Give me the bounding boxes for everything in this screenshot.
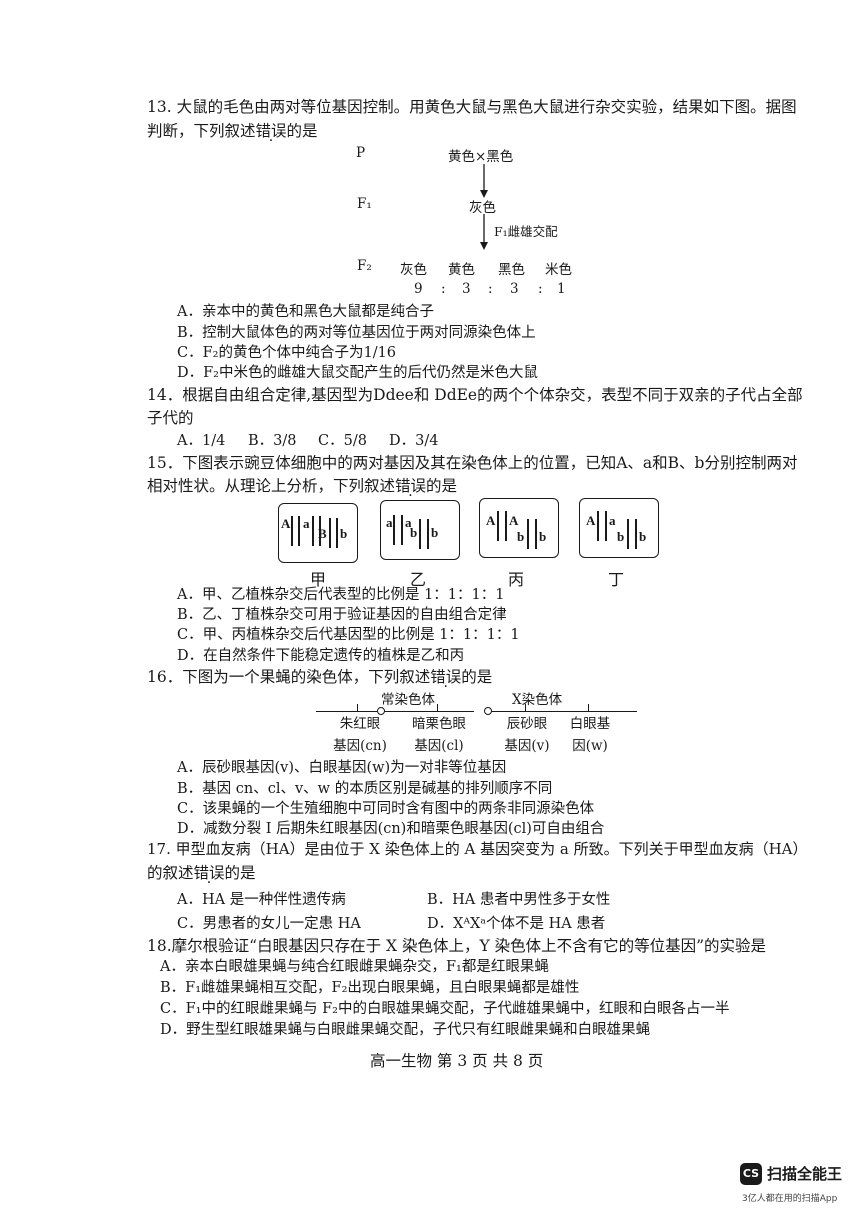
q17-option-a: A．HA 是一种伴性遗传病 (177, 892, 346, 908)
gene-label: b (431, 525, 439, 540)
gene-label: b (340, 526, 348, 541)
gene-label: A (509, 513, 519, 528)
x-chromosome-line (487, 711, 637, 713)
gene-cl: 暗栗色眼 基因(cl) (412, 716, 466, 754)
ratio-sep: : (488, 281, 493, 297)
cell-yi: a a b b (380, 500, 460, 560)
gene-label: b (410, 525, 418, 540)
q17-option-d: D．XᴬXᵃ个体不是 HA 患者 (427, 916, 606, 932)
q18-option-b: B．F₁雌雄果蝇相互交配，F₂出现白眼果蝇，且白眼果蝇都是雄性 (160, 980, 580, 996)
q15-option-b: B．乙、丁植株杂交可用于验证基因的自由组合定律 (177, 607, 507, 623)
q14-option-b: B．3/8 (248, 433, 297, 449)
q17-stem-line2: 的叙述错误的是 (147, 862, 256, 884)
f1-label: F₁ (357, 196, 372, 212)
f1-text: 灰色 (469, 200, 496, 216)
ratio-9: 9 (414, 281, 423, 297)
autosome-label: 常染色体 (381, 692, 435, 708)
ratio-sep: : (538, 281, 543, 297)
p-label: P (356, 145, 366, 161)
gene-label: b (539, 529, 547, 544)
q16-option-d: D．减数分裂 I 后期朱红眼基因(cn)和暗栗色眼基因(cl)可自由组合 (177, 821, 605, 837)
cell-ding: A a b b (579, 498, 659, 558)
q15-stem-line1: 15．下图表示豌豆体细胞中的两对基因及其在染色体上的位置，已知A、a和B、b分别… (147, 454, 798, 472)
gene-label: b (517, 529, 525, 544)
arrow-down-icon (480, 164, 488, 198)
gene-label: b (639, 529, 647, 544)
cell-label-jia: 甲 (310, 570, 327, 589)
gene-label: B (318, 526, 327, 541)
q14-stem-line1: 14．根据自由组合定律,基因型为Ddee和 DdEe的两个个体杂交，表型不同于双… (147, 386, 803, 404)
cell-label-yi: 乙 (410, 570, 427, 589)
q16-option-b: B．基因 cn、cl、v、w 的本质区别是碱基的排列顺序不同 (177, 781, 553, 797)
q14-option-d: D．3/4 (389, 433, 439, 449)
cell-bing: A A b b (479, 498, 559, 558)
gene-cn: 朱红眼 基因(cn) (333, 716, 387, 754)
q15-option-d: D．在自然条件下能稳定遗传的植株是乙和丙 (177, 648, 465, 664)
q13-option-b: B．控制大鼠体色的两对等位基因位于两对同源染色体上 (177, 325, 536, 341)
q15-option-a: A．甲、乙植株杂交后代表型的比例是 1：1：1：1 (177, 587, 505, 603)
ratio-3: 3 (510, 281, 519, 297)
q16-option-c: C．该果蝇的一个生殖细胞中可同时含有图中的两条非同源染色体 (177, 801, 595, 817)
mating-text: F₁雌雄交配 (494, 224, 558, 239)
gene-label: a (405, 515, 412, 530)
q14-option-c: C．5/8 (318, 433, 367, 449)
centromere-icon (377, 707, 385, 715)
gene-label: a (386, 515, 393, 530)
cell-label-ding: 丁 (608, 570, 625, 589)
q18-option-c: C．F₁中的红眼雌果蝇与 F₂中的白眼雄果蝇交配，子代雌雄果蝇中，红眼和白眼各占… (160, 1001, 730, 1017)
gene-label: a (303, 516, 310, 531)
gene-w: 白眼基 因(w) (569, 716, 611, 754)
cell-label-bing: 丙 (508, 570, 525, 589)
f2-pheno-cream: 米色 (545, 262, 572, 278)
gene-label: A (281, 516, 291, 531)
p-cross-text: 黄色×黑色 (448, 149, 514, 165)
f2-pheno-black: 黑色 (498, 262, 525, 278)
centromere-icon (484, 707, 492, 715)
gene-label: A (486, 513, 496, 528)
watermark-name: 扫描全能王 (767, 1165, 843, 1183)
q13-stem-line1: 13. 大鼠的毛色由两对等位基因控制。用黄色大鼠与黑色大鼠进行杂交实验，结果如下… (147, 98, 797, 116)
f2-pheno-yellow: 黄色 (448, 262, 475, 278)
camscanner-logo-icon: CS (740, 1163, 762, 1185)
q13-option-a: A．亲本中的黄色和黑色大鼠都是纯合子 (177, 304, 434, 320)
q15-option-c: C．甲、丙植株杂交后代基因型的比例是 1：1：1：1 (177, 627, 520, 643)
autosome-line (316, 711, 474, 713)
gene-label: A (586, 513, 596, 528)
x-chromosome-label: X染色体 (512, 692, 563, 708)
q16-option-a: A．辰砂眼基因(v)、白眼基因(w)为一对非等位基因 (177, 760, 507, 776)
q16-stem: 16．下图为一个果蝇的染色体，下列叙述错误的是 (147, 666, 492, 688)
q17-stem-line1: 17. 甲型血友病（HA）是由位于 X 染色体上的 A 基因突变为 a 所致。下… (147, 840, 808, 858)
q13-option-d: D．F₂中米色的雌雄大鼠交配产生的后代仍然是米色大鼠 (177, 365, 538, 381)
ratio-1: 1 (557, 281, 566, 297)
f2-label: F₂ (357, 258, 372, 274)
q13-stem-line2: 判断，下列叙述错误的是 (147, 120, 318, 142)
q18-stem: 18.摩尔根验证“白眼基因只存在于 X 染色体上，Y 染色体上不含有它的等位基因… (147, 937, 767, 955)
arrow-down-icon (480, 214, 488, 250)
gene-label: b (617, 529, 625, 544)
q14-stem-line2: 子代的 (147, 409, 194, 427)
gene-v: 辰砂眼 基因(v) (504, 716, 550, 754)
ratio-3: 3 (462, 281, 471, 297)
f2-pheno-gray: 灰色 (400, 262, 427, 278)
q17-option-c: C．男患者的女儿一定患 HA (177, 916, 361, 932)
q18-option-d: D．野生型红眼雄果蝇与白眼雌果蝇交配，子代只有红眼雌果蝇和白眼雄果蝇 (160, 1022, 651, 1038)
page-footer: 高一生物 第 3 页 共 8 页 (370, 1052, 544, 1070)
gene-label: a (609, 513, 616, 528)
q13-option-c: C．F₂的黄色个体中纯合子为1/16 (177, 345, 397, 361)
q14-option-a: A．1/4 (177, 433, 226, 449)
q15-stem-line2: 相对性状。从理论上分析，下列叙述错误的是 (147, 475, 457, 497)
ratio-sep: : (441, 281, 446, 297)
watermark-subtitle: 3亿人都在用的扫描App (742, 1194, 838, 1204)
q18-option-a: A．亲本白眼雄果蝇与纯合红眼雌果蝇杂交，F₁都是红眼果蝇 (160, 959, 549, 975)
cell-jia: A a B b (278, 503, 358, 563)
q17-option-b: B．HA 患者中男性多于女性 (427, 892, 611, 908)
